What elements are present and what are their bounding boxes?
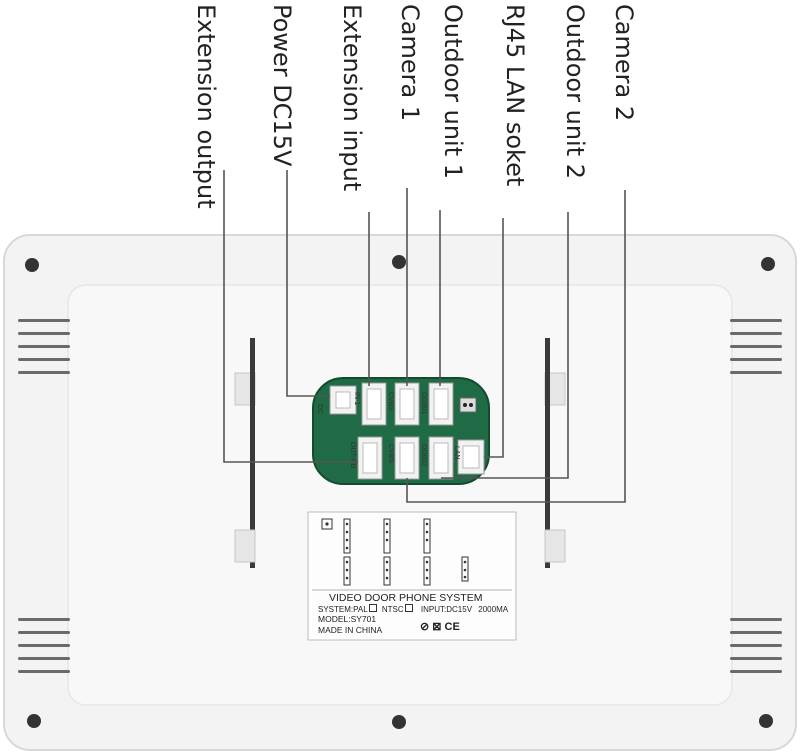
leader-rj45 <box>484 218 504 458</box>
connector-extension-output <box>357 436 383 480</box>
vent-bottom-right <box>730 618 782 673</box>
vent-bottom-left <box>18 618 70 673</box>
silk-od002: OD002 <box>420 444 427 466</box>
connector-rj45 <box>457 439 485 475</box>
mount-bracket-right <box>544 338 566 568</box>
leader-outdoor-unit-2 <box>441 212 569 479</box>
sticker-system: SYSTEM:PAL NTSC INPUT:DC15V 2000MA <box>318 604 508 614</box>
sticker-made: MADE IN CHINA <box>318 625 383 635</box>
connector-camera-1 <box>394 382 420 426</box>
screw <box>761 257 775 271</box>
vent-top-left <box>18 319 70 374</box>
silk-in1: IN-1 <box>353 392 360 405</box>
silk-lan: LAN <box>453 446 460 460</box>
connector-outdoor-unit-1 <box>428 382 454 426</box>
jumper-pins <box>459 397 477 413</box>
silk-dc: DC <box>316 404 323 414</box>
label-extension-input: Extension input <box>338 4 366 192</box>
connector-dc-in <box>329 385 357 415</box>
label-power: Power DC15V <box>268 4 296 167</box>
mount-bracket-left <box>234 338 256 568</box>
connector-camera-2 <box>394 436 420 480</box>
screw <box>392 715 406 729</box>
sticker-ntsc: NTSC <box>381 605 404 614</box>
screw <box>759 714 773 728</box>
screw <box>25 258 39 272</box>
sticker-input: INPUT:DC15V <box>420 605 473 614</box>
sticker-cert-marks: ⊘ ⊠ CE <box>420 621 460 633</box>
case-inner-panel <box>67 284 733 706</box>
leader-lines <box>223 170 626 503</box>
screw <box>27 714 41 728</box>
connector-outdoor-unit-2 <box>428 436 454 480</box>
label-rj45: RJ45 LAN soket <box>501 4 529 187</box>
label-outdoor-unit-2: Outdoor unit 2 <box>561 4 589 180</box>
sticker-pin-icons <box>321 518 469 586</box>
sticker-current: 2000MA <box>478 605 509 614</box>
silk-cvbs2: CVBS <box>387 444 394 463</box>
sticker-model: MODEL:SY701 <box>318 614 377 624</box>
label-camera-1: Camera 1 <box>396 4 424 122</box>
silk-outrb: OUT-RB <box>349 442 356 469</box>
spec-sticker <box>307 511 517 641</box>
leader-camera-2 <box>406 190 626 503</box>
leader-power <box>286 170 330 397</box>
silk-cvbs1: CVBS <box>387 392 394 411</box>
label-extension-output: Extension output <box>192 4 220 209</box>
silk-od001: OD001 <box>420 392 427 414</box>
label-outdoor-unit-1: Outdoor unit 1 <box>439 4 467 180</box>
vent-top-right <box>730 319 782 374</box>
screw <box>392 255 406 269</box>
label-camera-2: Camera 2 <box>610 4 638 122</box>
leader-extension-output <box>223 170 358 463</box>
sticker-system-pal: SYSTEM:PAL <box>318 605 368 614</box>
sticker-title: VIDEO DOOR PHONE SYSTEM <box>329 592 483 604</box>
connector-extension-input <box>361 382 387 426</box>
